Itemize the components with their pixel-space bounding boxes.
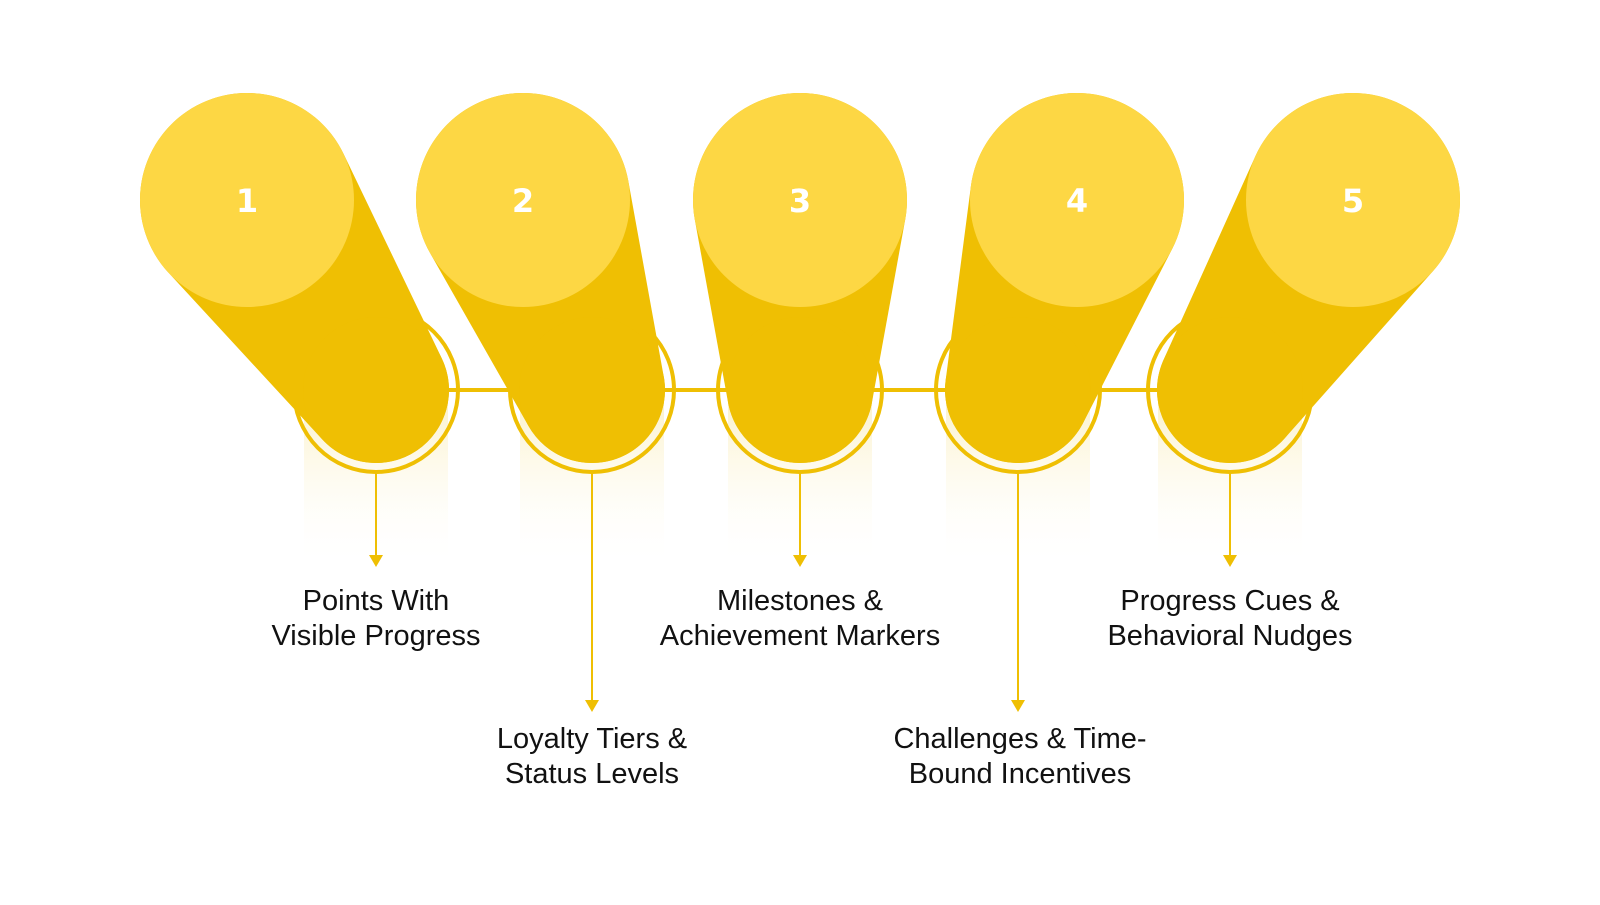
step-5-number: 5: [1342, 182, 1364, 220]
step-5-label: Progress Cues & Behavioral Nudges: [1050, 584, 1410, 654]
step-4-label-line2: Bound Incentives: [908, 758, 1132, 790]
step-1-label-line2: Visible Progress: [271, 620, 481, 652]
step-5-label-line1: Progress Cues &: [1120, 585, 1340, 617]
step-4-cylinder: 4: [945, 93, 1184, 464]
step-1-label: Points With Visible Progress: [196, 584, 556, 654]
step-2-arrow-icon: [585, 472, 599, 712]
step-5-arrow-icon: [1223, 472, 1237, 567]
step-2-label: Loyalty Tiers & Status Levels: [412, 722, 772, 792]
step-2-cap: [416, 93, 630, 307]
step-3-number: 3: [789, 182, 811, 220]
step-3-arrow-icon: [793, 472, 807, 567]
step-1-cylinder: 1: [139, 92, 449, 463]
step-3-cylinder: 3: [692, 93, 907, 463]
cylinder-layer: 1 2 3 4 5: [139, 92, 1461, 464]
step-3-label-line1: Milestones &: [716, 585, 883, 617]
step-4-label-line1: Challenges & Time-: [893, 723, 1147, 755]
step-4-number: 4: [1066, 182, 1088, 220]
step-3-label: Milestones & Achievement Markers: [620, 584, 980, 654]
step-5-label-line2: Behavioral Nudges: [1107, 620, 1353, 652]
step-3-label-line2: Achievement Markers: [659, 620, 941, 652]
step-4-label: Challenges & Time- Bound Incentives: [840, 722, 1200, 792]
step-2-label-line1: Loyalty Tiers &: [496, 723, 688, 755]
step-5-cylinder: 5: [1157, 92, 1461, 464]
step-1-label-line1: Points With: [302, 585, 450, 617]
step-3-cap: [693, 93, 907, 307]
step-2-number: 2: [512, 182, 534, 220]
step-4-cap: [970, 93, 1184, 307]
arrow-layer: [369, 472, 1237, 712]
step-4-arrow-icon: [1011, 472, 1025, 712]
step-1-cap: [140, 93, 354, 307]
step-2-label-line2: Status Levels: [504, 758, 680, 790]
step-5-cap: [1246, 93, 1460, 307]
step-2-cylinder: 2: [416, 93, 665, 464]
step-1-arrow-icon: [369, 472, 383, 567]
step-1-number: 1: [236, 182, 258, 220]
